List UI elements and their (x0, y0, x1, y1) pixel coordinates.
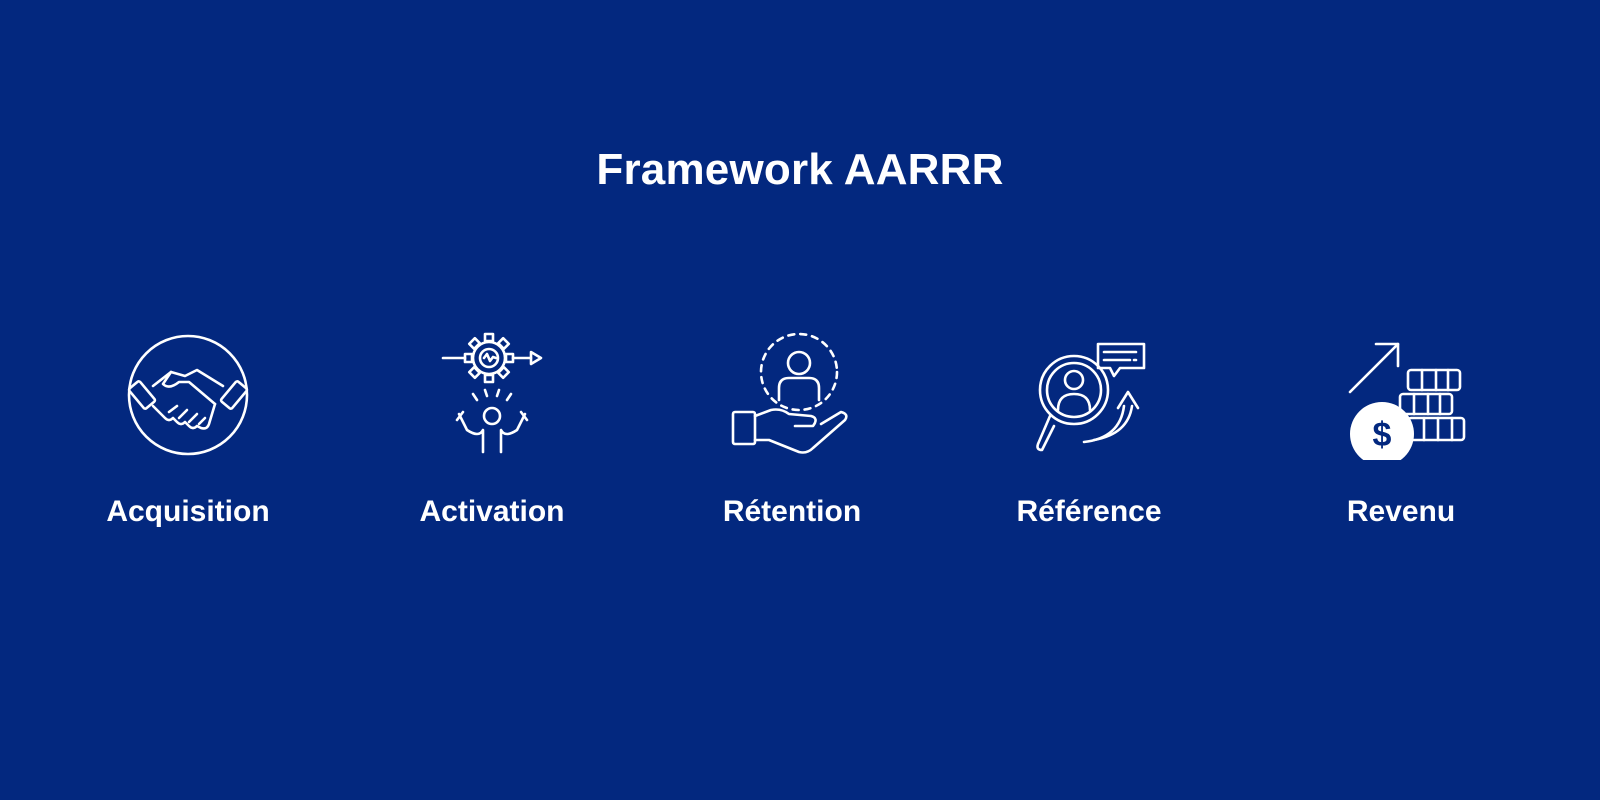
dollar-sign-text: $ (1373, 416, 1392, 454)
stage-reference: Référence (969, 330, 1209, 540)
stage-label: Acquisition (106, 495, 270, 528)
handshake-icon (123, 330, 253, 460)
page-title: Framework AARRR (596, 145, 1004, 194)
hand-user-icon (727, 330, 857, 460)
stage-acquisition: Acquisition (68, 330, 308, 540)
stage-revenu: $ Revenu (1281, 330, 1521, 540)
stage-retention: Rétention (672, 330, 912, 540)
gear-person-icon (427, 330, 557, 460)
magnifier-referral-icon (1024, 330, 1154, 460)
stage-label: Activation (419, 495, 565, 528)
stage-activation: Activation (372, 330, 612, 540)
stage-label: Rétention (722, 495, 862, 528)
coins-growth-icon: $ (1336, 330, 1466, 460)
stage-label: Revenu (1346, 495, 1456, 528)
stage-label: Référence (1016, 495, 1162, 528)
